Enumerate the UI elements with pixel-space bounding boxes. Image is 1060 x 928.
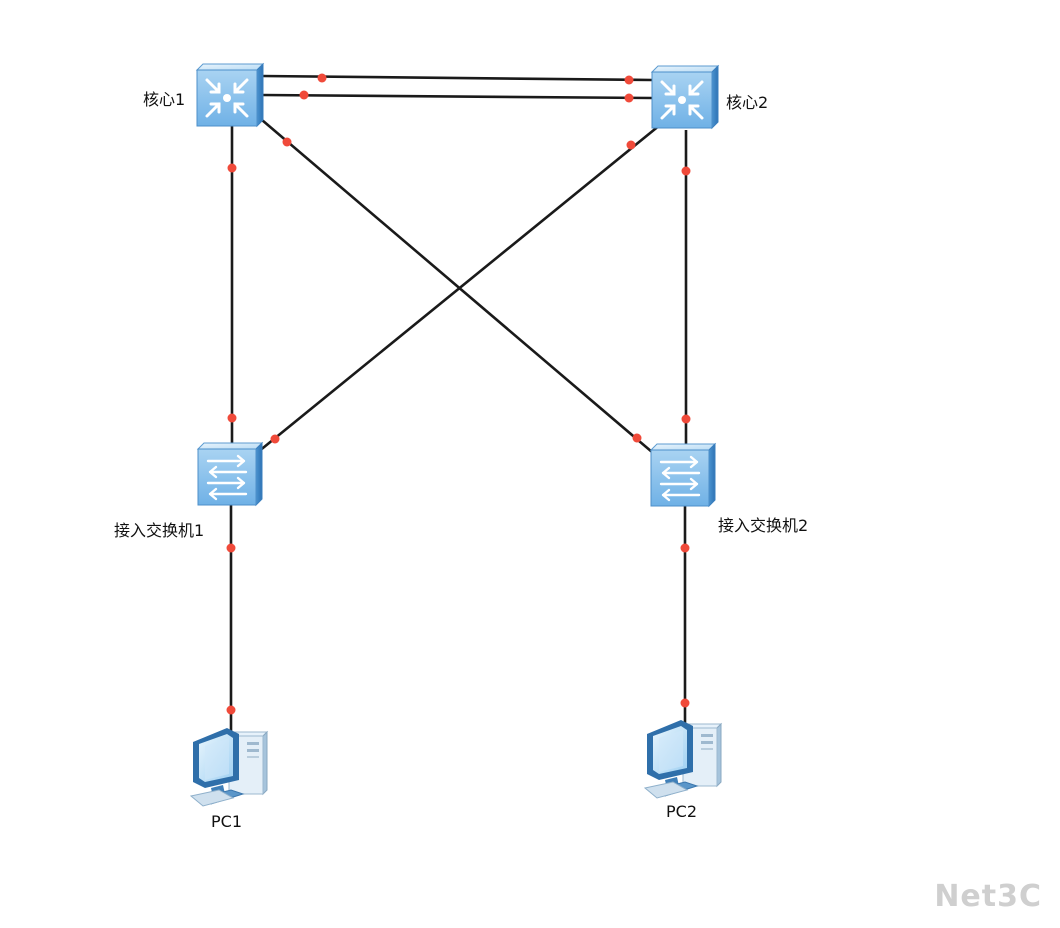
core1-label: 核心1 bbox=[143, 90, 186, 109]
pc-icon[interactable] bbox=[190, 727, 268, 807]
port-indicator bbox=[299, 90, 309, 100]
links-layer bbox=[229, 74, 688, 740]
port-indicator bbox=[226, 543, 236, 553]
link-core1-access2[interactable] bbox=[261, 119, 653, 453]
pc-icon[interactable] bbox=[644, 719, 722, 799]
core2-label: 核心2 bbox=[726, 93, 769, 112]
pc2-label: PC2 bbox=[666, 802, 697, 821]
port-indicator bbox=[626, 140, 636, 150]
access2-label: 接入交换机2 bbox=[718, 516, 809, 535]
link-core1-core2[interactable] bbox=[261, 93, 653, 100]
link-core2-access1[interactable] bbox=[257, 123, 661, 454]
link-core1-core2[interactable] bbox=[261, 74, 653, 82]
port-indicator bbox=[227, 163, 237, 173]
port-indicator bbox=[317, 73, 327, 83]
port-indicator bbox=[680, 543, 690, 553]
pc1-label: PC1 bbox=[211, 812, 242, 831]
port-indicator bbox=[681, 414, 691, 424]
watermark-logo: Net3C bbox=[934, 879, 1042, 914]
port-indicator bbox=[624, 75, 634, 85]
port-indicator bbox=[226, 705, 236, 715]
port-indicator bbox=[227, 413, 237, 423]
port-indicator bbox=[282, 137, 292, 147]
port-indicator bbox=[624, 93, 634, 103]
port-indicator bbox=[681, 166, 691, 176]
core-switch-icon[interactable] bbox=[650, 64, 720, 130]
ports-layer bbox=[226, 73, 691, 715]
access-switch-icon[interactable] bbox=[196, 441, 264, 507]
port-indicator bbox=[632, 433, 642, 443]
port-indicator bbox=[680, 698, 690, 708]
port-indicator bbox=[270, 434, 280, 444]
access-switch-icon[interactable] bbox=[649, 442, 717, 508]
access1-label: 接入交换机1 bbox=[114, 521, 205, 540]
core-switch-icon[interactable] bbox=[195, 62, 265, 128]
